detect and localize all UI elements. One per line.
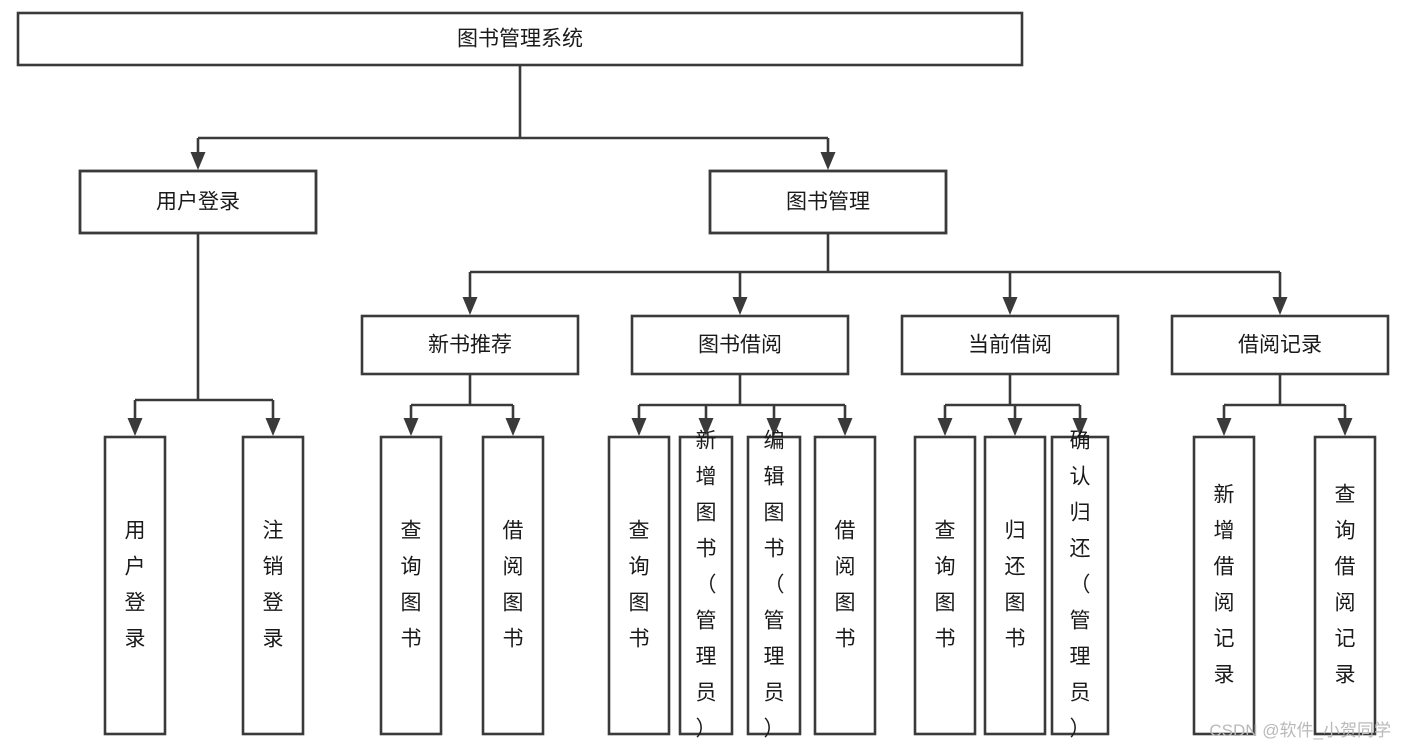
node-label-leaf-query-book-current: 查询图书 xyxy=(935,519,956,650)
node-new-book-rec[interactable]: 新书推荐 xyxy=(360,314,580,376)
node-box-book-borrow[interactable] xyxy=(630,314,850,376)
node-leaf-confirm-return-admin[interactable]: 确认归还（管理员） xyxy=(1050,429,1110,740)
node-leaf-query-book-current[interactable]: 查询图书 xyxy=(913,435,977,736)
node-current-borrow[interactable]: 当前借阅 xyxy=(900,314,1120,376)
node-box-leaf-user-logout[interactable] xyxy=(241,435,305,736)
node-box-leaf-edit-book-admin[interactable] xyxy=(746,435,802,736)
connector-group-new-book-rec xyxy=(403,374,521,436)
arrowhead-icon xyxy=(732,297,748,315)
node-box-leaf-query-book-borrow[interactable] xyxy=(607,435,671,736)
arrowhead-icon xyxy=(505,418,521,436)
node-book-borrow[interactable]: 图书借阅 xyxy=(630,314,850,376)
arrowhead-icon xyxy=(1272,297,1288,315)
node-label-leaf-user-login: 用户登录 xyxy=(125,519,146,650)
node-box-leaf-borrow-book-rec[interactable] xyxy=(481,435,545,736)
node-box-leaf-query-book-rec[interactable] xyxy=(379,435,443,736)
arrowhead-icon xyxy=(1002,297,1018,315)
node-leaf-query-book-borrow[interactable]: 查询图书 xyxy=(607,435,671,736)
connector-group-book-manage xyxy=(462,233,1288,315)
node-label-leaf-add-borrow-record: 新增借阅记录 xyxy=(1214,483,1235,686)
arrowhead-icon xyxy=(265,418,281,436)
node-label-user-login: 用户登录 xyxy=(156,191,240,214)
node-label-current-borrow: 当前借阅 xyxy=(968,334,1052,357)
node-box-user-login[interactable] xyxy=(78,169,318,235)
connector-group-borrow-record xyxy=(1216,374,1353,436)
node-user-login[interactable]: 用户登录 xyxy=(78,169,318,235)
node-layer: 图书管理系统用户登录图书管理新书推荐图书借阅当前借阅借阅记录用户登录注销登录查询… xyxy=(16,11,1390,740)
node-label-leaf-return-book: 归还图书 xyxy=(1005,519,1026,650)
node-label-leaf-query-book-borrow: 查询图书 xyxy=(629,519,650,650)
node-label-leaf-borrow-book: 借阅图书 xyxy=(835,519,856,650)
arrowhead-icon xyxy=(631,418,647,436)
node-box-leaf-query-book-current[interactable] xyxy=(913,435,977,736)
node-borrow-record[interactable]: 借阅记录 xyxy=(1170,314,1390,376)
arrowhead-icon xyxy=(190,152,206,170)
node-leaf-edit-book-admin[interactable]: 编辑图书（管理员） xyxy=(746,429,802,740)
arrowhead-icon xyxy=(1007,418,1023,436)
arrowhead-icon xyxy=(820,152,836,170)
connector-group-book-borrow xyxy=(631,374,853,436)
node-label-borrow-record: 借阅记录 xyxy=(1238,334,1322,357)
node-leaf-borrow-book-rec[interactable]: 借阅图书 xyxy=(481,435,545,736)
arrowhead-icon xyxy=(698,418,714,436)
node-leaf-query-book-rec[interactable]: 查询图书 xyxy=(379,435,443,736)
node-book-manage[interactable]: 图书管理 xyxy=(708,169,948,235)
node-label-book-borrow: 图书借阅 xyxy=(698,334,782,357)
node-label-leaf-confirm-return-admin: 确认归还（管理员） xyxy=(1070,429,1091,740)
node-leaf-return-book[interactable]: 归还图书 xyxy=(983,435,1047,736)
connector-layer xyxy=(127,65,1353,436)
node-box-book-manage[interactable] xyxy=(708,169,948,235)
node-label-leaf-borrow-book-rec: 借阅图书 xyxy=(503,519,524,650)
node-box-leaf-return-book[interactable] xyxy=(983,435,1047,736)
arrowhead-icon xyxy=(837,418,853,436)
node-box-root[interactable] xyxy=(16,11,1024,67)
arrowhead-icon xyxy=(937,418,953,436)
node-box-leaf-add-borrow-record[interactable] xyxy=(1192,435,1256,736)
node-label-leaf-edit-book-admin: 编辑图书（管理员） xyxy=(764,429,785,740)
node-label-leaf-query-borrow-record: 查询借阅记录 xyxy=(1335,483,1356,686)
node-label-leaf-user-logout: 注销登录 xyxy=(263,519,284,650)
node-box-leaf-add-book-admin[interactable] xyxy=(678,435,734,736)
node-label-book-manage: 图书管理 xyxy=(786,191,870,214)
node-box-borrow-record[interactable] xyxy=(1170,314,1390,376)
node-leaf-add-borrow-record[interactable]: 新增借阅记录 xyxy=(1192,435,1256,736)
arrowhead-icon xyxy=(1337,418,1353,436)
node-box-current-borrow[interactable] xyxy=(900,314,1120,376)
arrowhead-icon xyxy=(1072,418,1088,436)
node-root[interactable]: 图书管理系统 xyxy=(16,11,1024,67)
node-box-leaf-user-login[interactable] xyxy=(103,435,167,736)
arrowhead-icon xyxy=(766,418,782,436)
node-label-leaf-query-book-rec: 查询图书 xyxy=(401,519,422,650)
node-label-new-book-rec: 新书推荐 xyxy=(428,334,512,357)
arrowhead-icon xyxy=(1216,418,1232,436)
node-label-root: 图书管理系统 xyxy=(457,28,583,51)
arrowhead-icon xyxy=(403,418,419,436)
node-box-new-book-rec[interactable] xyxy=(360,314,580,376)
node-leaf-user-logout[interactable]: 注销登录 xyxy=(241,435,305,736)
node-box-leaf-confirm-return-admin[interactable] xyxy=(1050,435,1110,736)
node-leaf-borrow-book[interactable]: 借阅图书 xyxy=(813,435,877,736)
node-box-leaf-borrow-book[interactable] xyxy=(813,435,877,736)
connector-group-root xyxy=(190,65,836,170)
arrowhead-icon xyxy=(127,418,143,436)
node-box-leaf-query-borrow-record[interactable] xyxy=(1313,435,1377,736)
node-leaf-user-login[interactable]: 用户登录 xyxy=(103,435,167,736)
node-leaf-query-borrow-record[interactable]: 查询借阅记录 xyxy=(1313,435,1377,736)
arrowhead-icon xyxy=(462,297,478,315)
connector-group-user-login xyxy=(127,233,281,436)
node-leaf-add-book-admin[interactable]: 新增图书（管理员） xyxy=(678,429,734,740)
connector-group-current-borrow xyxy=(937,374,1088,436)
node-label-leaf-add-book-admin: 新增图书（管理员） xyxy=(696,429,717,740)
